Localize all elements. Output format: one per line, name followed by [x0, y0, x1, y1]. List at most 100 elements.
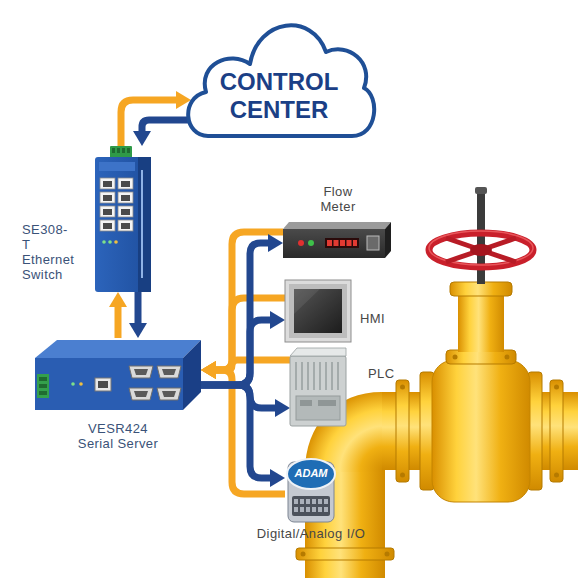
ethernet-switch-part [121, 195, 130, 201]
arrow-head [109, 292, 127, 307]
io-module-part [300, 507, 304, 512]
plc-unit-part [307, 362, 309, 390]
flow-meter-part [340, 240, 345, 246]
pipe-part [396, 380, 409, 482]
gate-valve-part [458, 292, 504, 352]
plc-unit-part [290, 348, 346, 426]
io-module-part [312, 507, 316, 512]
flow-meter-part [298, 240, 304, 246]
plc-unit-part [290, 348, 346, 356]
ethernet-switch-part [102, 240, 106, 244]
hmi-panel-part [285, 280, 351, 342]
arrow-line [135, 292, 142, 326]
flow-meter-part [283, 222, 391, 229]
io-module-part [318, 507, 322, 512]
io-module-part [312, 499, 316, 504]
plc-unit: PLC [290, 348, 346, 426]
io-module-part [285, 452, 337, 522]
io-module-part [287, 459, 335, 489]
signal-arrow [201, 360, 290, 379]
ethernet-switch-part [100, 206, 115, 217]
plc-unit-part [300, 400, 312, 406]
gate-valve [420, 187, 542, 502]
gate-valve-part [470, 244, 492, 256]
gate-valve-part [453, 355, 458, 360]
serial-server-part [98, 381, 108, 388]
arrow-head [133, 131, 151, 146]
serial-server-part [37, 374, 49, 398]
gate-valve-part [432, 360, 530, 502]
ethernet-switch-part [100, 178, 115, 189]
io-module-part [292, 496, 330, 516]
io-module-part [288, 462, 334, 522]
serial-server-part [35, 358, 183, 410]
cloud-title: CONTROL CENTER [204, 68, 354, 124]
arrow-line [201, 243, 271, 385]
ethernet-switch-part [99, 162, 135, 171]
serial-server-part [39, 384, 47, 388]
signal-arrow [121, 91, 191, 146]
plc-unit-part [318, 400, 336, 406]
io-module-part [300, 499, 304, 504]
serial-server-part [134, 391, 148, 397]
arrow-head [268, 234, 283, 252]
flow-meter-part [283, 222, 391, 258]
arrow-head [270, 311, 285, 329]
ethernet-switch-part [95, 146, 151, 292]
ethernet-switch-part [121, 209, 130, 215]
serial-server-part [134, 369, 148, 375]
hmi-panel-part [289, 284, 347, 338]
signal-arrow [201, 311, 285, 385]
plc-unit-part [319, 362, 321, 390]
ethernet-switch-part [108, 240, 112, 244]
arrow-head [201, 361, 216, 379]
cloud-node: CONTROL CENTER [180, 12, 378, 142]
device-label: SE308-T Ethernet Switch [22, 222, 74, 282]
serial-server-part [71, 382, 75, 386]
ethernet-switch-part [95, 157, 151, 292]
hmi-panel-part [294, 289, 320, 314]
hmi-panel-part [285, 280, 351, 342]
signal-arrow [201, 298, 285, 379]
plc-unit-part [290, 356, 346, 426]
label-holder: ADAM [295, 467, 328, 480]
pipe-part [554, 473, 559, 478]
ethernet-switch-part [100, 192, 115, 203]
serial-server-part [157, 388, 181, 400]
arrow-head [201, 361, 216, 379]
io-module-part [324, 499, 328, 504]
pipe-part [554, 385, 559, 390]
device-label: Flow Meter [320, 184, 355, 214]
ethernet-switch-part [100, 220, 115, 231]
signal-arrow [109, 292, 127, 338]
device-label: PLC [368, 366, 395, 381]
gate-valve-part [429, 231, 533, 265]
serial-server-part [39, 391, 47, 395]
flow-meter-part [308, 240, 314, 246]
ethernet-switch-part [122, 148, 125, 153]
flow-meter-part [353, 240, 357, 246]
serial-server-part [35, 340, 201, 358]
arrow-head [201, 361, 216, 379]
io-module-part [294, 507, 298, 512]
ethernet-switch-part [103, 223, 112, 229]
gate-valve-part [446, 350, 516, 364]
serial-server-part [162, 369, 176, 375]
ethernet-switch-part [141, 170, 143, 278]
flow-meter-part [385, 222, 391, 258]
io-module-part [324, 507, 328, 512]
pipe-part [301, 552, 306, 557]
label-holder: VESR424 Serial Server [74, 421, 162, 451]
device-label: Digital/Analog I/O [257, 526, 365, 541]
signal-arrow [201, 234, 283, 385]
label-holder: Digital/Analog I/O [257, 526, 365, 541]
arrow-line [201, 320, 273, 385]
pipe-part [400, 385, 405, 390]
ethernet-switch-part [121, 223, 130, 229]
signal-arrow [201, 385, 285, 487]
ethernet-switch-part [103, 195, 112, 201]
plc-unit-part [313, 362, 315, 390]
pipe-part [385, 552, 390, 557]
serial-server-part [157, 366, 181, 378]
